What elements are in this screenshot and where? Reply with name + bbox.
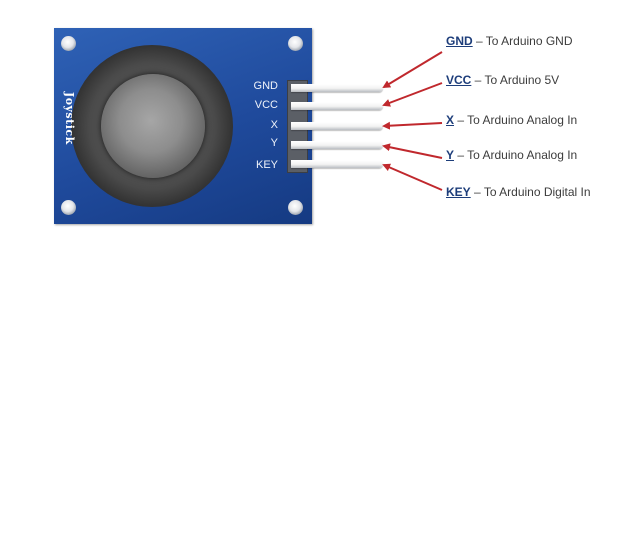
arrow-vcc: [382, 82, 443, 107]
pin-label-y: Y: [270, 137, 278, 149]
connection-y: Y – To Arduino Analog In: [446, 148, 578, 162]
arrow-key: [382, 163, 443, 191]
connection-pin-name: GND: [446, 34, 473, 48]
pin-vcc: [291, 102, 383, 110]
arrow-gnd: [382, 51, 443, 89]
connection-description: To Arduino 5V: [484, 73, 560, 87]
connection-pin-name: KEY: [446, 185, 471, 199]
arrow-x: [382, 121, 443, 130]
connection-description: To Arduino Analog In: [467, 148, 578, 162]
connection-description: To Arduino Digital In: [483, 185, 591, 199]
pin-gnd: [291, 84, 383, 92]
joystick-module-board: Joystick GND VCC X Y KEY: [54, 28, 312, 224]
mounting-hole-bottom-left: [61, 200, 76, 215]
mounting-hole-top-left: [61, 36, 76, 51]
connection-key: KEY – To Arduino Digital In: [446, 185, 591, 199]
joystick-cap-inner: [101, 74, 205, 178]
pin-label-gnd: GND: [253, 80, 278, 92]
connection-gnd: GND – To Arduino GND: [446, 34, 573, 48]
arrow-y: [382, 143, 443, 159]
joystick-cap-outer: [71, 45, 233, 207]
pin-label-vcc: VCC: [254, 99, 278, 111]
connection-pin-name: VCC: [446, 73, 472, 87]
connection-pin-name: Y: [446, 148, 455, 162]
connection-pin-name: X: [446, 113, 455, 127]
pin-label-x: X: [270, 119, 278, 131]
mounting-hole-bottom-right: [288, 200, 303, 215]
pin-key: [291, 160, 383, 168]
mounting-hole-top-right: [288, 36, 303, 51]
pin-label-key: KEY: [255, 159, 278, 171]
connection-x: X – To Arduino Analog In: [446, 113, 578, 127]
pin-x: [291, 122, 383, 130]
connection-description: To Arduino GND: [485, 34, 573, 48]
connection-vcc: VCC – To Arduino 5V: [446, 73, 560, 87]
pin-y: [291, 141, 383, 149]
connection-description: To Arduino Analog In: [467, 113, 578, 127]
